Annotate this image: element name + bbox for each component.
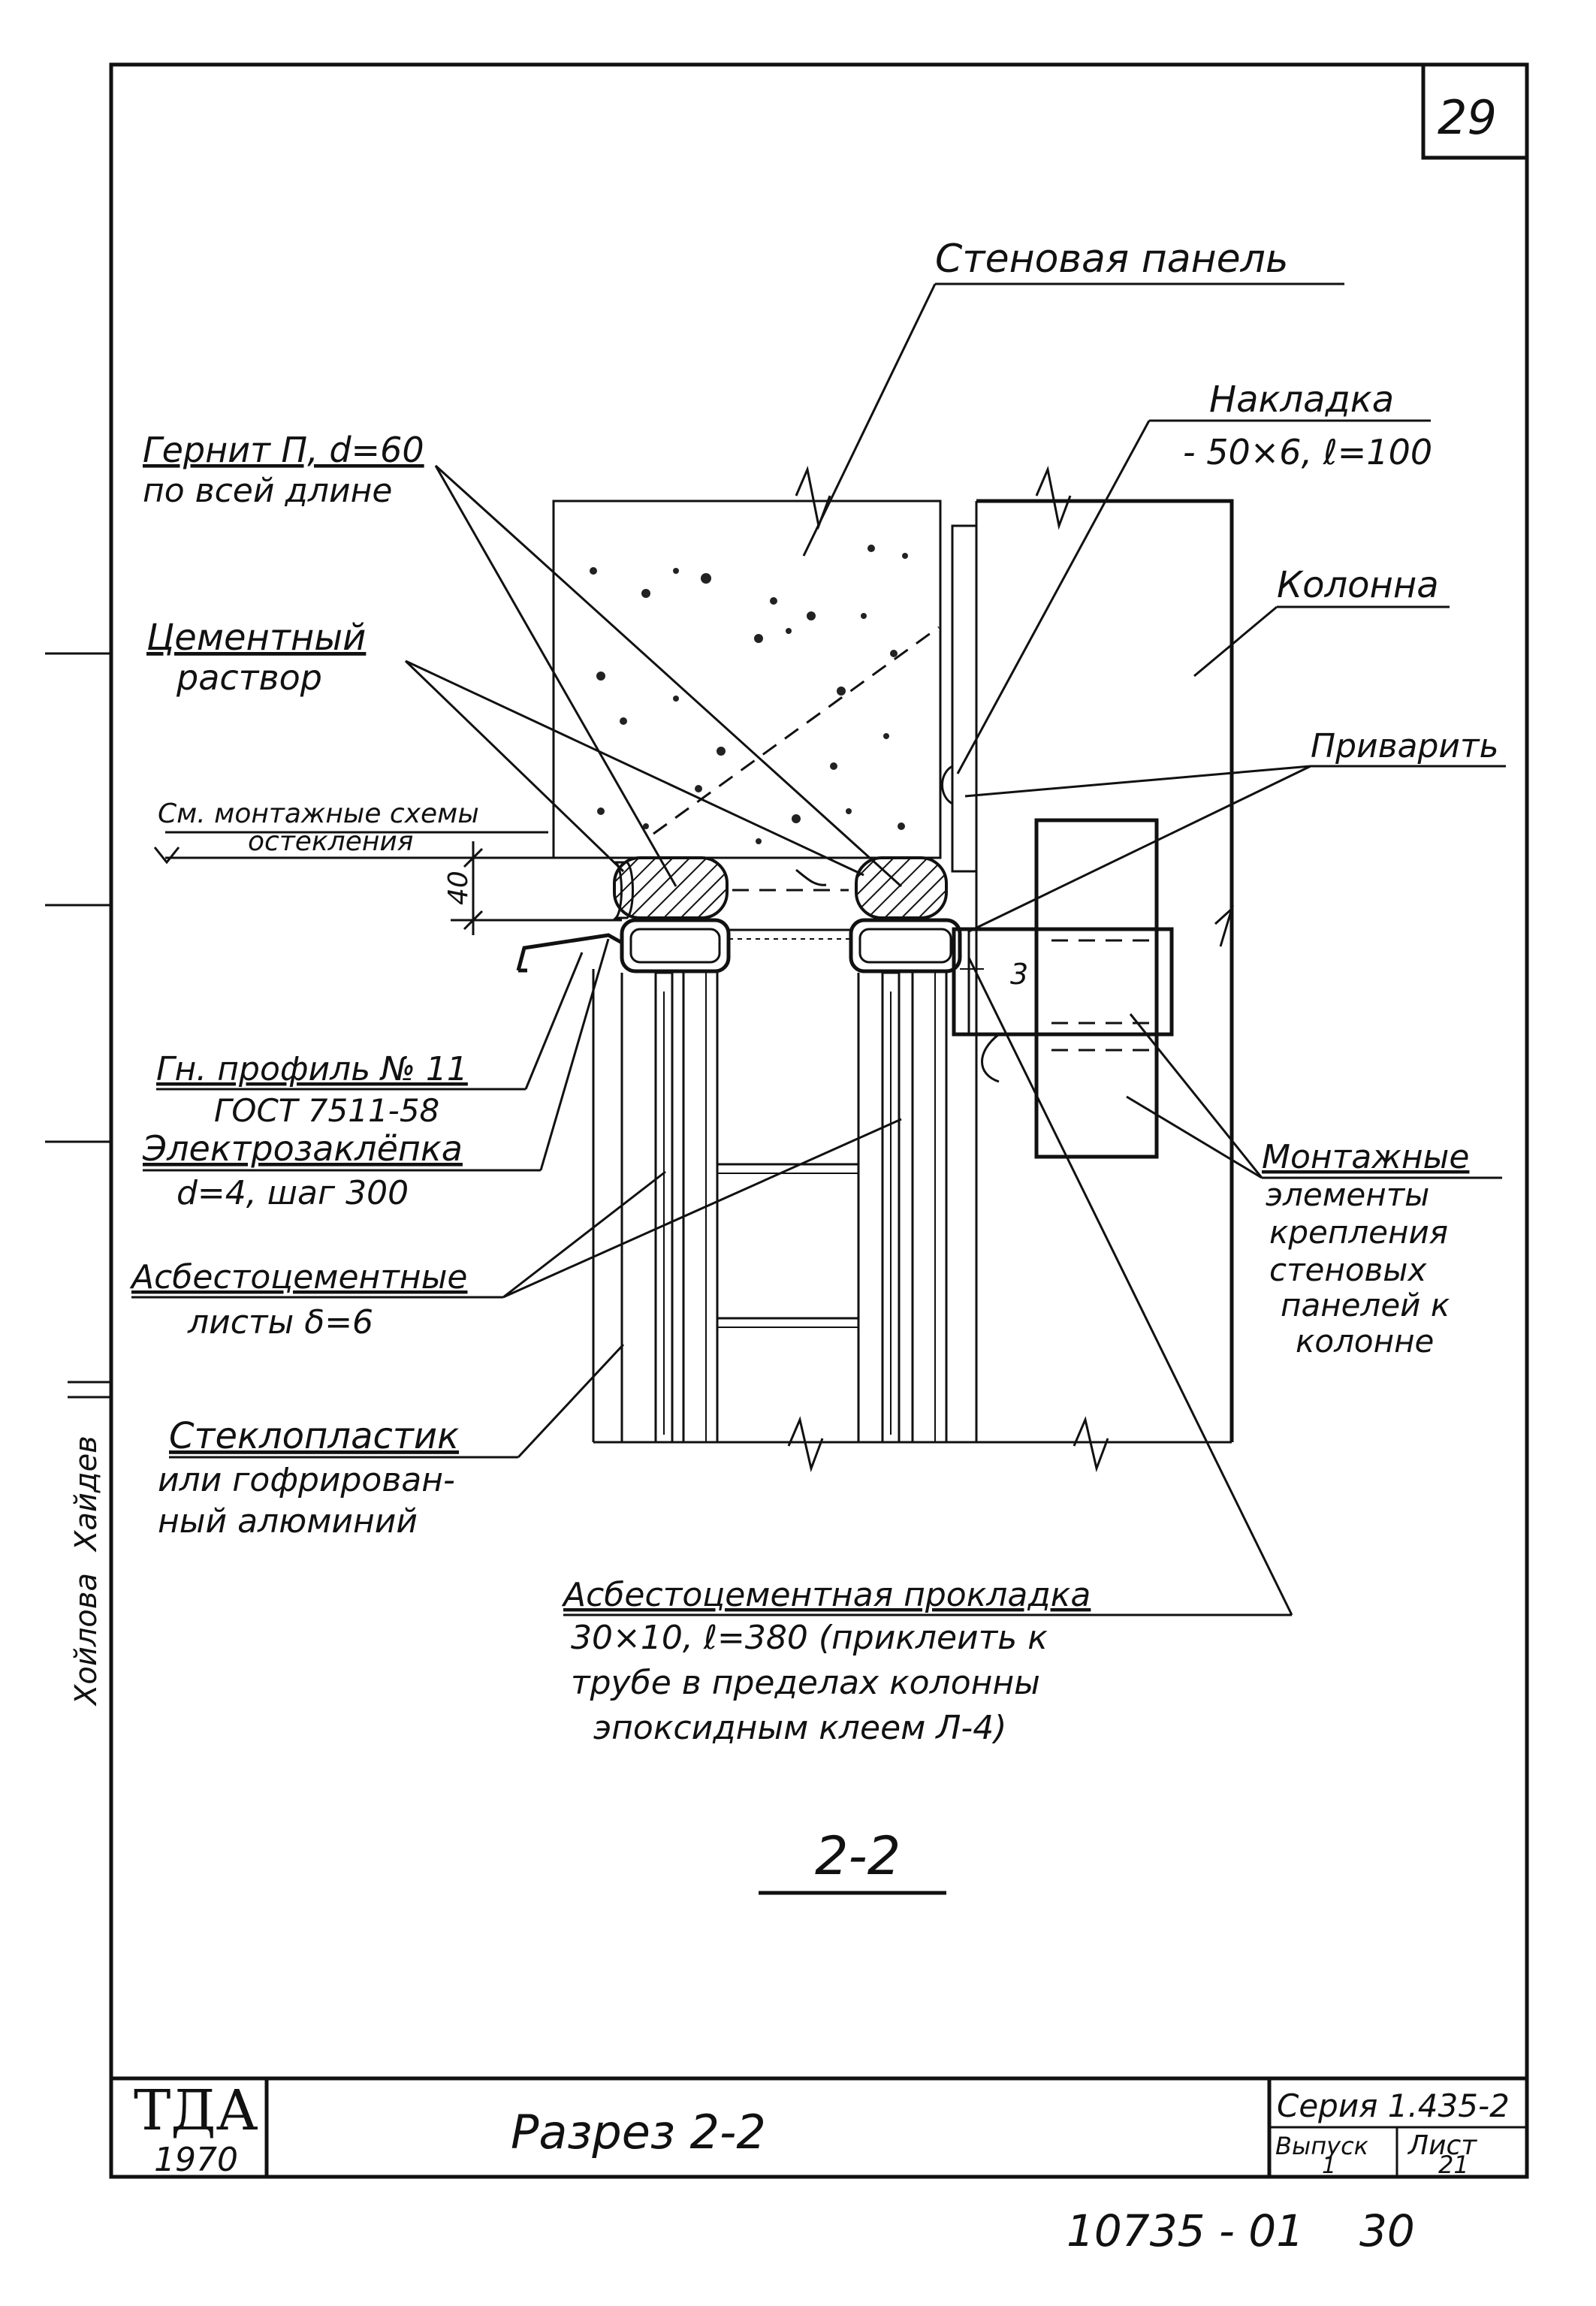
- label-rivet-1: Электрозаклёпка: [142, 1128, 463, 1169]
- dimension-40: 40: [443, 841, 622, 935]
- label-mount-3: крепления: [1269, 1214, 1448, 1251]
- column: [975, 465, 1234, 1442]
- issue-value: 1: [1322, 2153, 1336, 2179]
- break-mark: [787, 1416, 824, 1473]
- footer-page: 30: [1359, 2205, 1415, 2256]
- wall-panel: [552, 465, 942, 859]
- dimension-3: 3: [960, 958, 1028, 991]
- margin-note-2: Хайдев: [69, 1435, 104, 1553]
- tube-profile-left: [620, 918, 731, 973]
- label-mount-5: панелей к: [1281, 1287, 1450, 1324]
- gernit-seals: [613, 856, 948, 919]
- callouts: Стеновая панель Накладка - 50×6, ℓ=100 Г…: [129, 237, 1499, 1747]
- dim-3-value: 3: [1010, 958, 1028, 991]
- label-rivet-2: d=4, шаг 300: [176, 1174, 409, 1212]
- label-gernit-2: по всей длине: [143, 472, 392, 510]
- label-gernit-1: Гернит П, d=60: [143, 430, 424, 470]
- label-mount-4: стеновых: [1269, 1251, 1427, 1288]
- section-title: 2-2: [815, 1825, 901, 1887]
- label-wall-panel: Стеновая панель: [935, 237, 1288, 282]
- channel-profile: [516, 933, 623, 973]
- title-block: ТДА 1970 Разрез 2-2 Серия 1.435-2 Выпуск…: [111, 2076, 1527, 2179]
- label-overlay-1: Накладка: [1209, 379, 1394, 421]
- label-asbestos-sheets-2: листы δ=6: [187, 1303, 373, 1342]
- series: Серия 1.435-2: [1277, 2087, 1510, 2124]
- break-mark: [1073, 1416, 1109, 1473]
- label-cement-1: Цементный: [146, 617, 366, 659]
- title-org: ТДА: [134, 2078, 258, 2143]
- label-fiberglass-3: ный алюминий: [158, 1502, 418, 1541]
- label-gasket-2: 30×10, ℓ=380 (приклеить к: [571, 1619, 1048, 1657]
- sheet-frame: [109, 62, 1529, 2179]
- overlay-plate: [941, 524, 978, 873]
- footer-code: 10735 - 01: [1067, 2205, 1304, 2256]
- sheet-label: Лист: [1407, 2130, 1477, 2161]
- label-fiberglass-1: Стеклопластик: [169, 1415, 459, 1457]
- corner-number: 29: [1438, 90, 1497, 145]
- label-asbestos-sheets-1: Асбестоцементные: [129, 1258, 468, 1296]
- label-mount-6: колонне: [1296, 1323, 1434, 1360]
- title-year: 1970: [154, 2141, 238, 2179]
- label-column: Колонна: [1277, 564, 1439, 606]
- mounting-elements: [952, 818, 1174, 1159]
- margin-note-1: Хойлова: [69, 1573, 104, 1707]
- label-mount-2: элементы: [1266, 1176, 1429, 1213]
- label-gasket-1: Асбестоцементная прокладка: [561, 1576, 1091, 1614]
- label-mount-1: Монтажные: [1262, 1138, 1469, 1176]
- tube-profile-right: [849, 918, 962, 973]
- leader-lines: [131, 282, 1506, 1616]
- label-channel-1: Гн. профиль № 11: [156, 1050, 468, 1088]
- sheet-right: [857, 971, 948, 1444]
- label-overlay-2: - 50×6, ℓ=100: [1183, 432, 1432, 472]
- drawing-title: Разрез 2-2: [511, 2105, 766, 2160]
- label-gasket-4: эпоксидным клеем Л-4): [593, 1709, 1006, 1747]
- label-fiberglass-2: или гофрирован-: [158, 1461, 455, 1499]
- label-channel-2: ГОСТ 7511-58: [214, 1092, 439, 1129]
- dim-40-value: 40: [443, 871, 474, 905]
- label-cement-2: раствор: [176, 657, 322, 698]
- issue-label: Выпуск: [1275, 2132, 1369, 2160]
- label-glazing-1: См. монтажные схемы: [158, 798, 479, 829]
- label-weld: Приварить: [1311, 727, 1499, 765]
- corner-number-box: [1421, 65, 1527, 160]
- sheet-value: 21: [1438, 2151, 1469, 2179]
- label-gasket-3: трубе в пределах колонны: [571, 1664, 1040, 1702]
- label-glazing-2: остекления: [248, 826, 413, 857]
- sheet-left: [592, 969, 719, 1444]
